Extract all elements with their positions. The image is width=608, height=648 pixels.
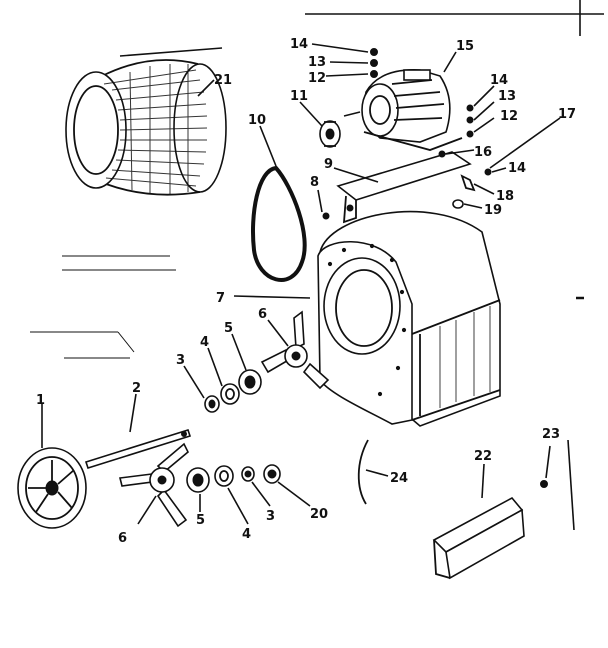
callout-9: 9 (324, 157, 333, 172)
leader-lines (41, 43, 561, 525)
hardware-parts (322, 48, 492, 220)
callout-2: 2 (132, 381, 141, 396)
bearing-parts-upper (204, 369, 262, 413)
blower-wheel-cylinder (65, 47, 227, 196)
callout-10: 10 (248, 113, 266, 128)
motor (343, 69, 463, 151)
callout-1: 1 (36, 393, 45, 408)
callout-7: 7 (216, 291, 225, 306)
callout-17: 17 (558, 107, 576, 122)
blower-housing (317, 210, 501, 427)
callout-19: 19 (484, 203, 502, 218)
callout-23: 23 (542, 427, 560, 442)
callout-6: 6 (258, 307, 267, 322)
callout-5-lower: 5 (196, 513, 205, 528)
callout-4: 4 (200, 335, 209, 350)
bearing-bracket-upper (260, 310, 330, 390)
callout-24: 24 (390, 471, 408, 486)
callout-21: 21 (214, 73, 232, 88)
callout-11: 11 (290, 89, 308, 104)
drive-belt (251, 165, 307, 282)
wire-strap (357, 439, 369, 505)
baffle-plate (432, 439, 575, 580)
callout-5: 5 (224, 321, 233, 336)
callout-14-lower: 14 (508, 161, 526, 176)
callout-20: 20 (310, 507, 328, 522)
callout-16: 16 (474, 145, 492, 160)
callout-3: 3 (176, 353, 185, 368)
motor-mount-bracket (336, 151, 472, 224)
drive-pulley (17, 447, 87, 529)
shaft (84, 429, 192, 469)
motor-pulley (319, 120, 341, 148)
stray-lines (30, 255, 176, 359)
callout-4-lower: 4 (242, 527, 251, 542)
callout-13-right: 13 (498, 89, 516, 104)
callout-14: 14 (290, 37, 308, 52)
callout-18: 18 (496, 189, 514, 204)
callout-labels: 1 2 3 4 5 6 7 8 9 10 11 12 13 14 15 14 1… (36, 37, 576, 546)
callout-22: 22 (474, 449, 492, 464)
callout-3-lower: 3 (266, 509, 275, 524)
bearing-bracket-lower (119, 442, 189, 528)
callout-12: 12 (308, 71, 326, 86)
callout-14-right: 14 (490, 73, 508, 88)
screw (540, 480, 548, 488)
callout-8: 8 (310, 175, 319, 190)
callout-6-lower: 6 (118, 531, 127, 546)
bearing-parts-lower (186, 464, 281, 493)
callout-13: 13 (308, 55, 326, 70)
frame-lines (305, 0, 604, 300)
callout-15: 15 (456, 39, 474, 54)
callout-12-right: 12 (500, 109, 518, 124)
